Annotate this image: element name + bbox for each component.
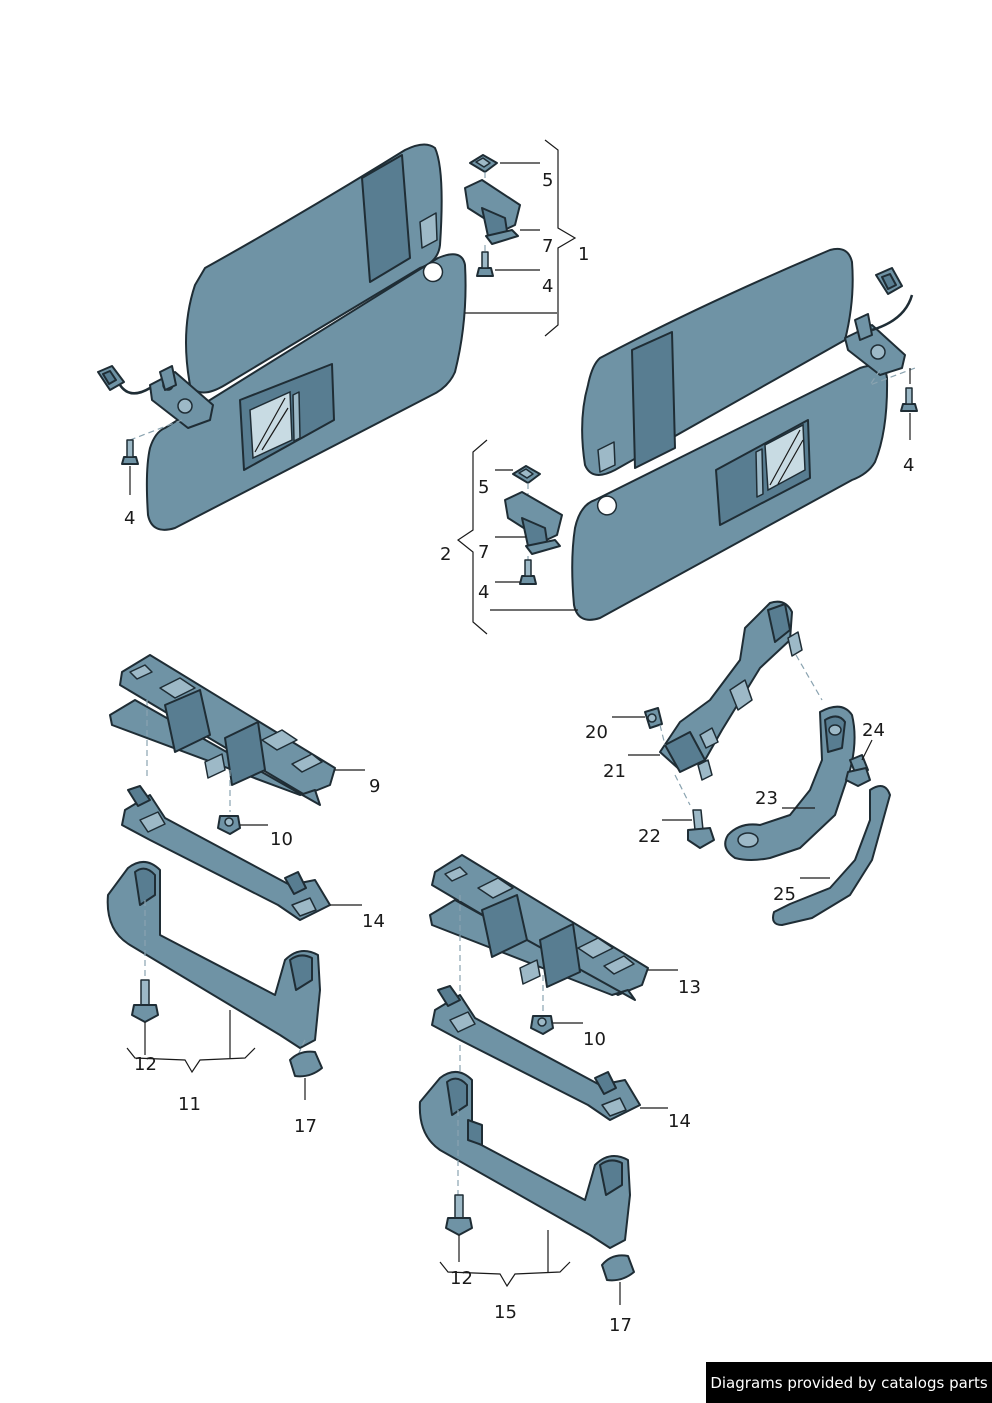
- callout-15: 15: [494, 1302, 517, 1323]
- callout-10: 10: [583, 1029, 606, 1050]
- left-handle-base-14: [121, 785, 331, 921]
- callout-4: 4: [542, 276, 553, 297]
- callout-12: 12: [450, 1268, 473, 1289]
- visor-clip-group-1: [464, 154, 521, 277]
- callout-5: 5: [542, 170, 553, 191]
- callout-2: 2: [440, 544, 451, 565]
- callout-23: 23: [755, 788, 778, 809]
- left-cap-17: [289, 1039, 323, 1100]
- callout-14: 14: [668, 1111, 691, 1132]
- screw-22: [687, 809, 715, 849]
- callout-25: 25: [773, 884, 796, 905]
- right-cap-17: [601, 1254, 635, 1305]
- callout-9: 9: [369, 776, 380, 797]
- callout-21: 21: [603, 761, 626, 782]
- callout-14: 14: [362, 911, 385, 932]
- callout-7: 7: [478, 542, 489, 563]
- handle-bar-23: [724, 705, 856, 861]
- visor-clip-group-2: [504, 465, 563, 585]
- grip-cover-25: [772, 785, 891, 926]
- callout-22: 22: [638, 826, 661, 847]
- callout-7: 7: [542, 236, 553, 257]
- right-grab-handle-15: [418, 1071, 631, 1249]
- right-handle-base-14: [431, 985, 641, 1121]
- left-grab-handle-11: [106, 861, 321, 1049]
- callout-13: 13: [678, 977, 701, 998]
- callout-4: 4: [478, 582, 489, 603]
- callout-4: 4: [124, 508, 135, 529]
- callout-11: 11: [178, 1094, 201, 1115]
- handle-arm-21: [659, 600, 793, 773]
- callout-17: 17: [609, 1315, 632, 1336]
- left-handle-bracket-9: [109, 654, 336, 806]
- right-nut-10: [530, 1015, 554, 1035]
- callout-24: 24: [862, 720, 885, 741]
- credit-watermark: Diagrams provided by catalogs parts: [706, 1362, 992, 1403]
- callout-5: 5: [478, 477, 489, 498]
- left-nut-10: [217, 815, 241, 835]
- callout-12: 12: [134, 1054, 157, 1075]
- left-screw-12: [131, 979, 159, 1055]
- right-screw-12: [445, 1194, 473, 1262]
- callout-20: 20: [585, 722, 608, 743]
- nut-24: [845, 754, 871, 787]
- callout-1: 1: [578, 244, 589, 265]
- right-sun-visor: [571, 247, 918, 621]
- right-handle-bracket-13: [429, 854, 649, 1001]
- left-sun-visor: [97, 143, 467, 531]
- pin-20: [644, 707, 663, 729]
- callout-17: 17: [294, 1116, 317, 1137]
- callout-10: 10: [270, 829, 293, 850]
- callout-4: 4: [903, 455, 914, 476]
